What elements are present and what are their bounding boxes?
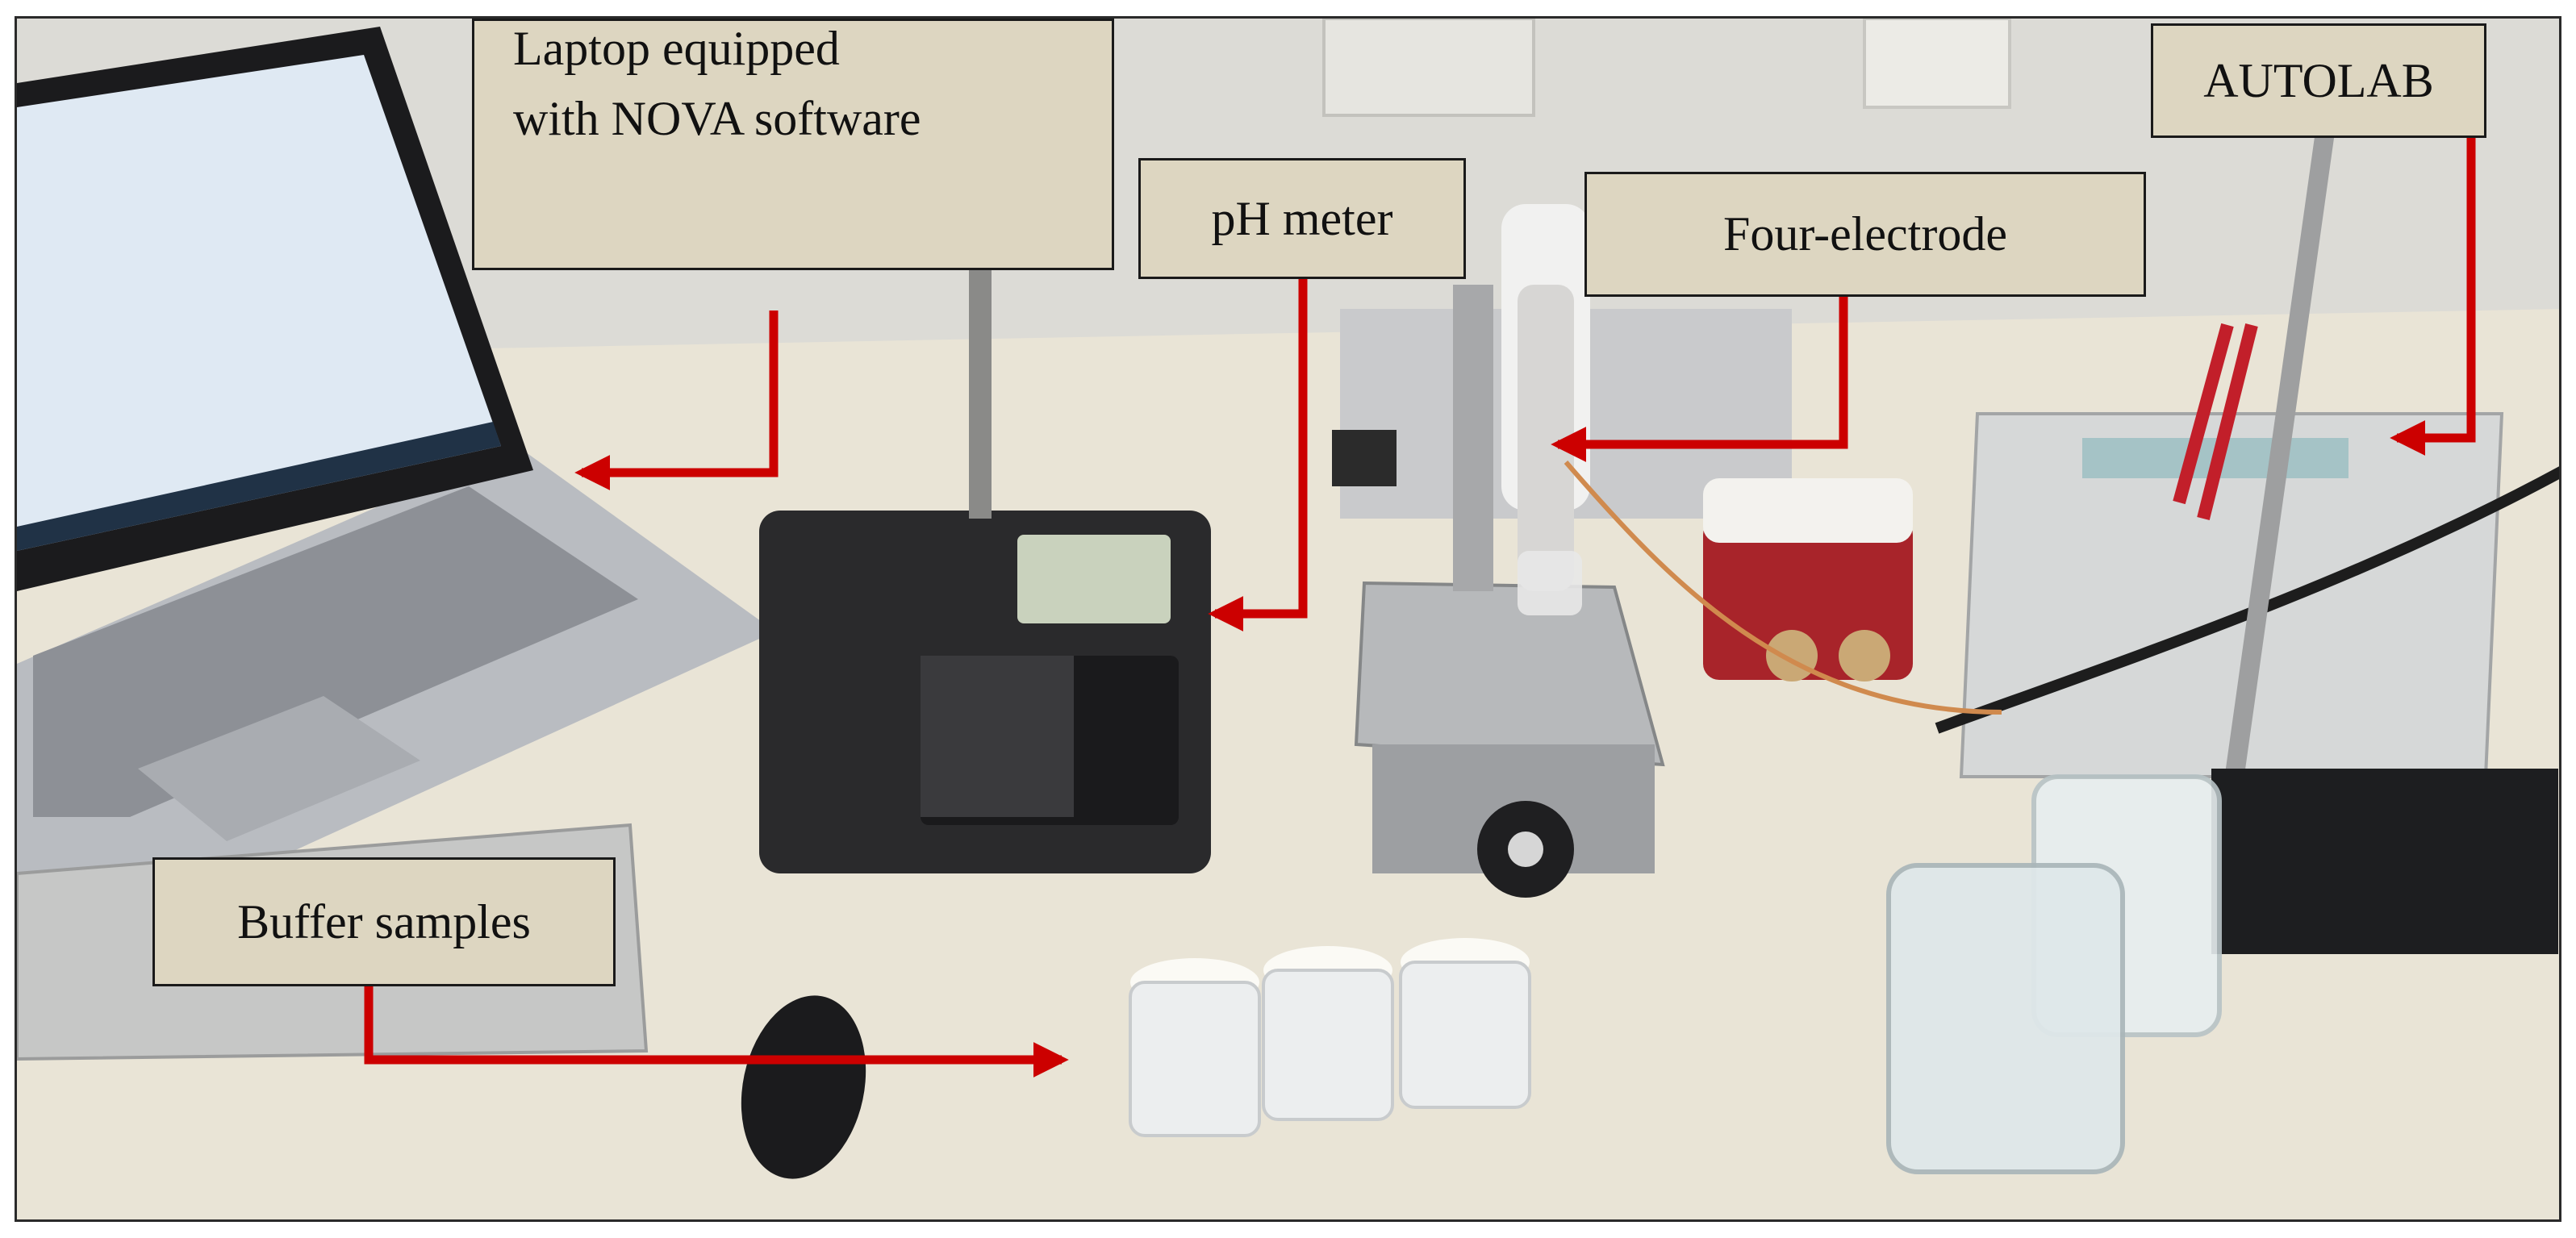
lab-jack-knob-center (1508, 832, 1543, 867)
laptop-screen-display (17, 55, 501, 551)
label-laptop: Laptop equipped with NOVA software (472, 19, 1114, 270)
ph-meter-display (1017, 535, 1171, 623)
lab-jack-top (1354, 581, 1665, 767)
sample-vials (1129, 938, 1531, 1137)
laptop-keyboard (33, 486, 638, 817)
wall-socket-panel (1863, 19, 2011, 109)
ph-meter-menu-panel (921, 656, 1074, 817)
retort-rod (2211, 69, 2344, 872)
label-autolab: AUTOLAB (2151, 23, 2486, 138)
label-laptop-line2: with NOVA software (513, 92, 921, 145)
laptop-touchpad (138, 696, 420, 841)
retort-base (2211, 769, 2558, 954)
label-ph-meter: pH meter (1138, 158, 1466, 279)
electrode-stand-pole (1453, 285, 1493, 591)
hotplate-top (1703, 478, 1913, 543)
orange-cable (1564, 461, 2002, 715)
label-buffer-samples: Buffer samples (152, 857, 616, 986)
photo-frame: Laptop equipped with NOVA software pH me… (15, 16, 2561, 1222)
wall-plate (1322, 19, 1535, 117)
electrode-cell (1518, 551, 1582, 615)
electrode-tube (1518, 285, 1574, 591)
black-cable (1935, 466, 2559, 734)
label-four-electrode: Four-electrode (1584, 172, 2146, 297)
beaker-front (1886, 863, 2125, 1174)
red-clips (2173, 323, 2258, 520)
hotplate-dial-left (1766, 630, 1818, 682)
laptop-taskbar (17, 422, 501, 551)
hotplate-dial-right (1839, 630, 1890, 682)
stand-rod (969, 228, 992, 519)
label-laptop-line1: Laptop equipped (513, 22, 840, 75)
power-socket (1332, 430, 1397, 486)
